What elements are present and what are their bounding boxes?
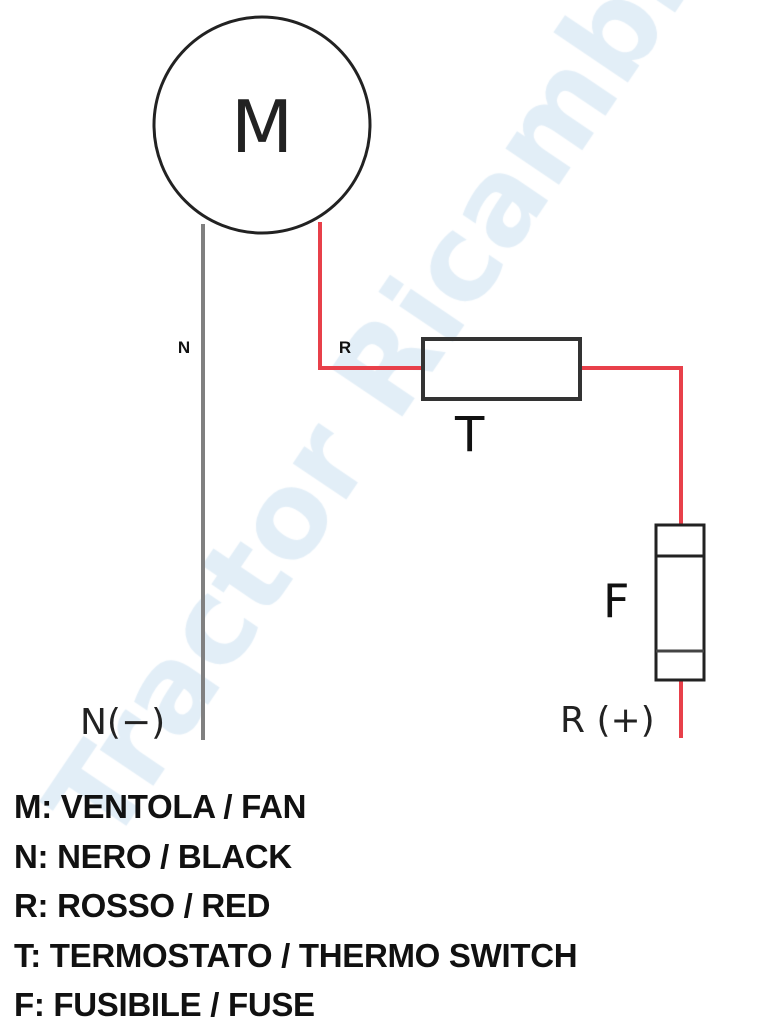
legend-item-motor: M: VENTOLA / FAN: [14, 788, 307, 825]
thermostat-label: T: [454, 407, 485, 463]
legend-item-fuse: F: FUSIBILE / FUSE: [14, 986, 315, 1023]
thermostat-symbol: [421, 337, 582, 401]
fuse-symbol: [654, 523, 706, 682]
wire-n-label: N: [178, 338, 190, 357]
terminal-negative-label: N(−): [80, 702, 165, 743]
legend-item-thermostat: T: TERMOSTATO / THERMO SWITCH: [14, 936, 578, 974]
terminal-positive-label: R (+): [560, 700, 655, 741]
legend-item-neutral: N: NERO / BLACK: [14, 837, 292, 875]
legend: M: VENTOLA / FAN N: NERO / BLACK R: ROSS…: [14, 782, 578, 1030]
red-wire-motor-thermostat: [318, 222, 422, 370]
motor-symbol: [152, 15, 372, 235]
fuse-label: F: [603, 574, 629, 628]
motor-label: M: [231, 85, 293, 169]
wire-r-label: R: [339, 338, 351, 357]
red-wire-thermostat-fuse: [580, 366, 683, 525]
legend-item-red: R: ROSSO / RED: [14, 887, 271, 924]
